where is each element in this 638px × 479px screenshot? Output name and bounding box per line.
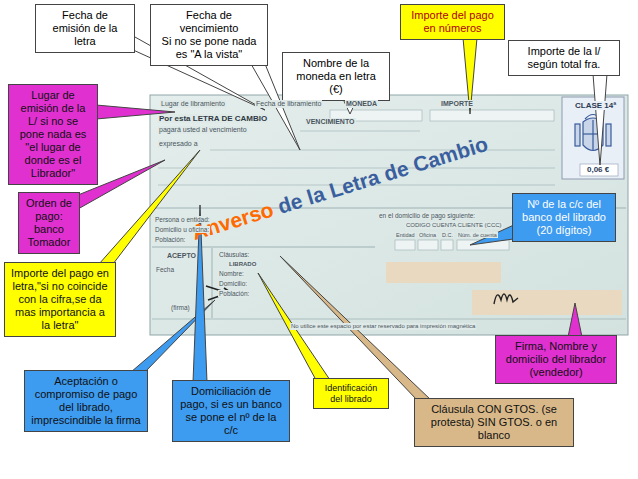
callout-box: Nº de la c/c del banco del librado (20 d… [512, 193, 616, 242]
stamp-value-box [580, 164, 618, 176]
form-label: CODIGO CUENTA CLIENTE (CCC) [405, 222, 503, 229]
form-label: Fecha de libramiento [255, 100, 322, 108]
form-label: Nombre: [218, 270, 245, 277]
callout-box: Importe del pago en letra,"si no coincid… [4, 262, 116, 337]
section-line [212, 248, 213, 318]
ccc-box [418, 240, 438, 250]
magnetic-band [152, 319, 626, 320]
callout-box: Lugar de emisión de la L/ si no se pone … [8, 84, 98, 185]
form-label: Oficina [418, 232, 437, 238]
form-label: Fecha [155, 266, 175, 273]
form-label: Población: [154, 236, 186, 243]
blank-patch [386, 262, 501, 283]
form-label: D.C. [441, 232, 454, 238]
callout-text: Identificación del librado [320, 383, 382, 404]
form-label: Población: [218, 290, 250, 297]
callout-text: Importe del pago en letra,"si no coincid… [11, 267, 109, 332]
form-label: Persona o entidad: [154, 216, 211, 223]
stamp-crest [575, 115, 611, 151]
callout-text: Firma, Nombre y domicilio del librador (… [502, 340, 610, 379]
form-label: Por esta LETRA DE CAMBIO [158, 114, 268, 123]
form-label: expresado a [158, 140, 199, 148]
callout-text: Fecha de emisión de la letra [42, 9, 128, 48]
callout-text: Fecha de vencimiento [157, 9, 261, 35]
callout-box: Orden de pago: banco Tomador [18, 192, 80, 254]
callout-box: Importe del pago en números [400, 4, 505, 40]
callout-text: Importe del pago en números [407, 9, 498, 35]
field-line [210, 150, 555, 151]
form-label: No utilice este espacio por estar reserv… [290, 323, 476, 330]
form-label: CLASE 14ª [574, 101, 617, 110]
field-line [158, 168, 555, 169]
callout-tail [99, 150, 200, 264]
form-label: LIBRADO [228, 261, 257, 268]
callout-text: Nombre de la moneda en letra (€) [289, 57, 383, 96]
callout-text: Nº de la c/c del banco del librado (20 d… [519, 198, 609, 237]
field-line [300, 131, 420, 132]
callout-box: Fecha de vencimientoSi no se pone nada e… [150, 4, 268, 66]
drawer-signature [494, 294, 518, 304]
form-label: en el domicilio de pago siguiente: [378, 212, 476, 219]
blank-patch [472, 290, 622, 315]
callout-text: Si no se pone nada es "A la vista" [157, 35, 261, 61]
form-label: Lugar de libramiento [160, 100, 226, 108]
callout-box: Cláusula CON GTOS. (se protesta) SIN GTO… [414, 398, 574, 447]
callout-box: Identificación del librado [313, 378, 389, 409]
callout-box: Importe de la l/ según total fra. [508, 40, 620, 76]
callout-text: Lugar de emisión de la L/ si no se pone … [15, 89, 91, 180]
form-label: Núm. de cuenta [457, 232, 498, 238]
ccc-box [395, 240, 415, 250]
callout-text: Importe de la l/ según total fra. [515, 45, 613, 71]
callout-tail [593, 74, 607, 166]
form-label: Entidad [395, 232, 416, 238]
callout-text: Orden de pago: banco Tomador [25, 197, 73, 249]
callout-box: Domiciliación de pago, si es un banco se… [172, 380, 290, 442]
form-sheet [150, 95, 628, 335]
tax-stamp [562, 97, 624, 179]
amount-field [430, 110, 554, 121]
form-label: MONEDA [345, 100, 378, 108]
callout-tail [568, 303, 582, 337]
form-label: ACEPTO [166, 252, 197, 260]
form-label: (firma) [170, 304, 191, 311]
form-label: 0,06 € [586, 165, 610, 174]
callout-text: Aceptación o compromiso de pago del libr… [31, 375, 141, 427]
callout-text: Cláusula CON GTOS. (se protesta) SIN GTO… [421, 403, 567, 442]
form-label: Cláusulas: [218, 251, 250, 258]
form-label: VENCIMIENTO [305, 118, 356, 126]
ccc-box [441, 240, 453, 250]
form-label: pagará usted al vencimiento [158, 126, 248, 134]
title-word: de la Letra de Cambio [275, 132, 490, 218]
form-label: IMPORTE [440, 100, 474, 108]
callout-box: Aceptación o compromiso de pago del libr… [24, 370, 148, 432]
callout-box: Firma, Nombre y domicilio del librador (… [495, 335, 617, 384]
callout-text: Domiciliación de pago, si es un banco se… [179, 385, 283, 437]
form-label: Domicilio u oficina: [154, 226, 210, 233]
form-label: Domicilio: [218, 280, 248, 287]
section-line [152, 247, 375, 248]
callout-box: Nombre de la moneda en letra (€) [282, 52, 390, 101]
callout-box: Fecha de emisión de la letra [35, 4, 135, 53]
